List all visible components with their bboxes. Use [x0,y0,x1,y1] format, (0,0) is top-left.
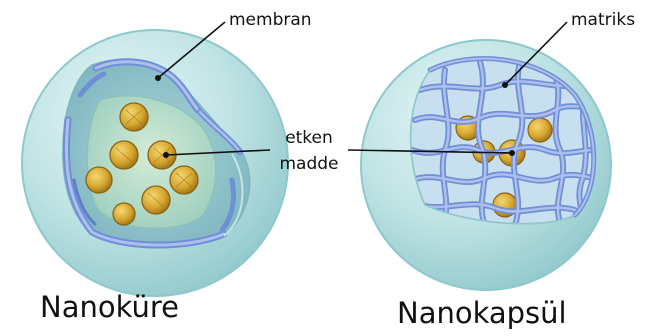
nanocapsule [361,40,611,290]
active-agent-line1-label: etken [270,128,348,148]
membrane-label: membran [229,10,312,30]
nanosphere [22,30,288,296]
active-agent-line2-label: madde [270,154,348,174]
matrix-label: matriks [571,10,635,30]
nanocapsule-caption: Nanokapsül [397,296,567,330]
nanosphere-caption: Nanoküre [40,290,179,324]
